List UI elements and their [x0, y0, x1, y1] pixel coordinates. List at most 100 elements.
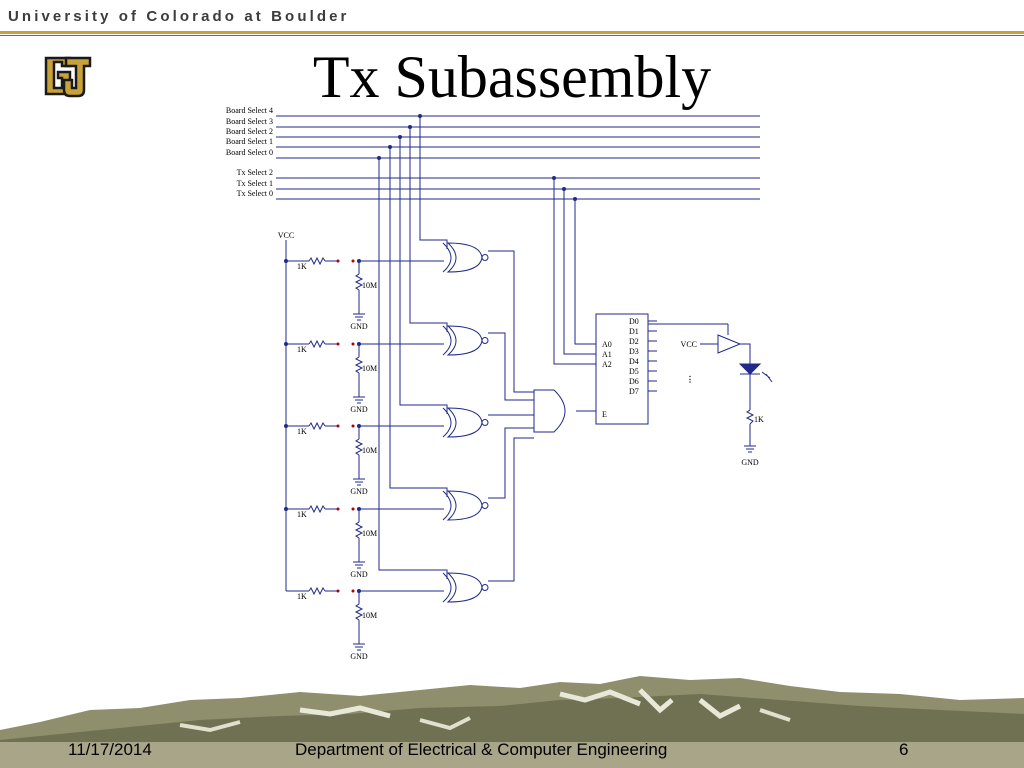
tx-select-wire [563, 189, 596, 355]
led-gnd-label: GND [741, 458, 759, 467]
board-select-drop [409, 127, 448, 332]
switch-contact [336, 507, 340, 511]
led-resistor [745, 409, 755, 425]
university-header: University of Colorado at Boulder [8, 8, 350, 25]
pullup-label: 1K [297, 262, 307, 271]
switch-contact [351, 342, 355, 346]
tx-select-label: Tx Select 2 [237, 168, 273, 177]
buffer-vcc-label: VCC [681, 340, 697, 349]
board-select-label: Board Select 4 [226, 106, 273, 115]
wire [740, 343, 751, 364]
board-select-drop [419, 116, 448, 249]
switch-contact [351, 424, 355, 428]
pullup-resistor [308, 504, 326, 514]
gate-output-wire [488, 437, 534, 582]
cu-logo-icon [44, 56, 92, 98]
led-emission-arrows [761, 371, 773, 383]
switch-contact [336, 424, 340, 428]
xnor-gate-body [446, 242, 483, 273]
board-select-label: Board Select 0 [226, 148, 273, 157]
board-select-label: Board Select 3 [226, 117, 273, 126]
xnor-gate-arc [442, 490, 452, 521]
pulldown-resistor [354, 603, 364, 621]
xnor-gate-body [446, 490, 483, 521]
led-driver-stage: VCC 1K GND ⋮ [648, 323, 773, 467]
switch-contact [336, 259, 340, 263]
tx-select-wire [574, 199, 596, 345]
footer-department: Department of Electrical & Computer Engi… [295, 740, 668, 759]
and-gate-body [533, 389, 566, 433]
footer-page-number: 6 [899, 740, 909, 759]
decoder-output-label: D2 [629, 337, 639, 346]
decoder-output-label: D6 [629, 377, 639, 386]
board-select-drop [389, 147, 448, 497]
pulldown-label: 10M [362, 281, 377, 290]
pulldown-label: 10M [362, 446, 377, 455]
board-select-label: Board Select 2 [226, 127, 273, 136]
pulldown-resistor [354, 356, 364, 374]
continuation-dots: ⋮ [686, 375, 694, 384]
junction-dots [284, 114, 577, 593]
pullup-resistor [308, 421, 326, 431]
gnd-label: GND [350, 570, 368, 579]
decoder-output-label: D7 [629, 387, 639, 396]
gate-output-wire [488, 427, 534, 499]
mountain-banner [0, 676, 1024, 768]
pulldown-resistor [354, 438, 364, 456]
led-triangle [738, 363, 762, 375]
gate-output-wire [488, 332, 534, 401]
interconnect-wires [378, 116, 535, 582]
tx-select-wire [553, 178, 596, 365]
gnd-label: GND [350, 487, 368, 496]
and-gate [533, 389, 596, 433]
xnor-gate-body [446, 572, 483, 603]
decoder-body [595, 313, 649, 425]
xnor-gate-body [446, 325, 483, 356]
header-rule [0, 31, 1024, 34]
slide-title: Tx Subassembly [312, 44, 712, 110]
board-select-label: Board Select 1 [226, 137, 273, 146]
led-resistor-label: 1K [754, 415, 764, 424]
pullup-resistor [308, 339, 326, 349]
pulldown-resistor [354, 521, 364, 539]
pullup-label: 1K [297, 427, 307, 436]
pullup-label: 1K [297, 510, 307, 519]
gate-output-wire [488, 414, 535, 416]
gnd-label: GND [350, 405, 368, 414]
pullup-resistor [308, 586, 326, 596]
pullup-resistor [308, 256, 326, 266]
xnor-inversion-bubble [481, 337, 489, 344]
vcc-label: VCC [278, 231, 294, 240]
decoder-input-label: A1 [602, 350, 612, 359]
xnor-inversion-bubble [481, 254, 489, 261]
xnor-gate-arc [442, 242, 452, 273]
decoder-output-label: D5 [629, 367, 639, 376]
xnor-inversion-bubble [481, 419, 489, 426]
switch-contact [351, 259, 355, 263]
switch-contact [336, 589, 340, 593]
gate-output-wire [488, 250, 534, 393]
gnd-label: GND [350, 652, 368, 661]
board-select-drop [399, 137, 448, 414]
buffer-triangle [717, 334, 742, 354]
select-bus-lines [276, 115, 760, 200]
xnor-inversion-bubble [481, 502, 489, 509]
decoder-enable-label: E [602, 410, 607, 419]
pulldown-resistor [354, 273, 364, 291]
xnor-gate-arc [442, 325, 452, 356]
pulldown-label: 10M [362, 364, 377, 373]
pulldown-label: 10M [362, 529, 377, 538]
pullup-label: 1K [297, 592, 307, 601]
tx-select-label: Tx Select 0 [237, 189, 273, 198]
decoder-output-label: D4 [629, 357, 639, 366]
gnd-label: GND [350, 322, 368, 331]
xnor-gate-arc [442, 572, 452, 603]
header-rule-thin [0, 35, 1024, 36]
xnor-inversion-bubble [481, 584, 489, 591]
pulldown-label: 10M [362, 611, 377, 620]
footer-date: 11/17/2014 [68, 740, 152, 759]
switch-contact [336, 342, 340, 346]
